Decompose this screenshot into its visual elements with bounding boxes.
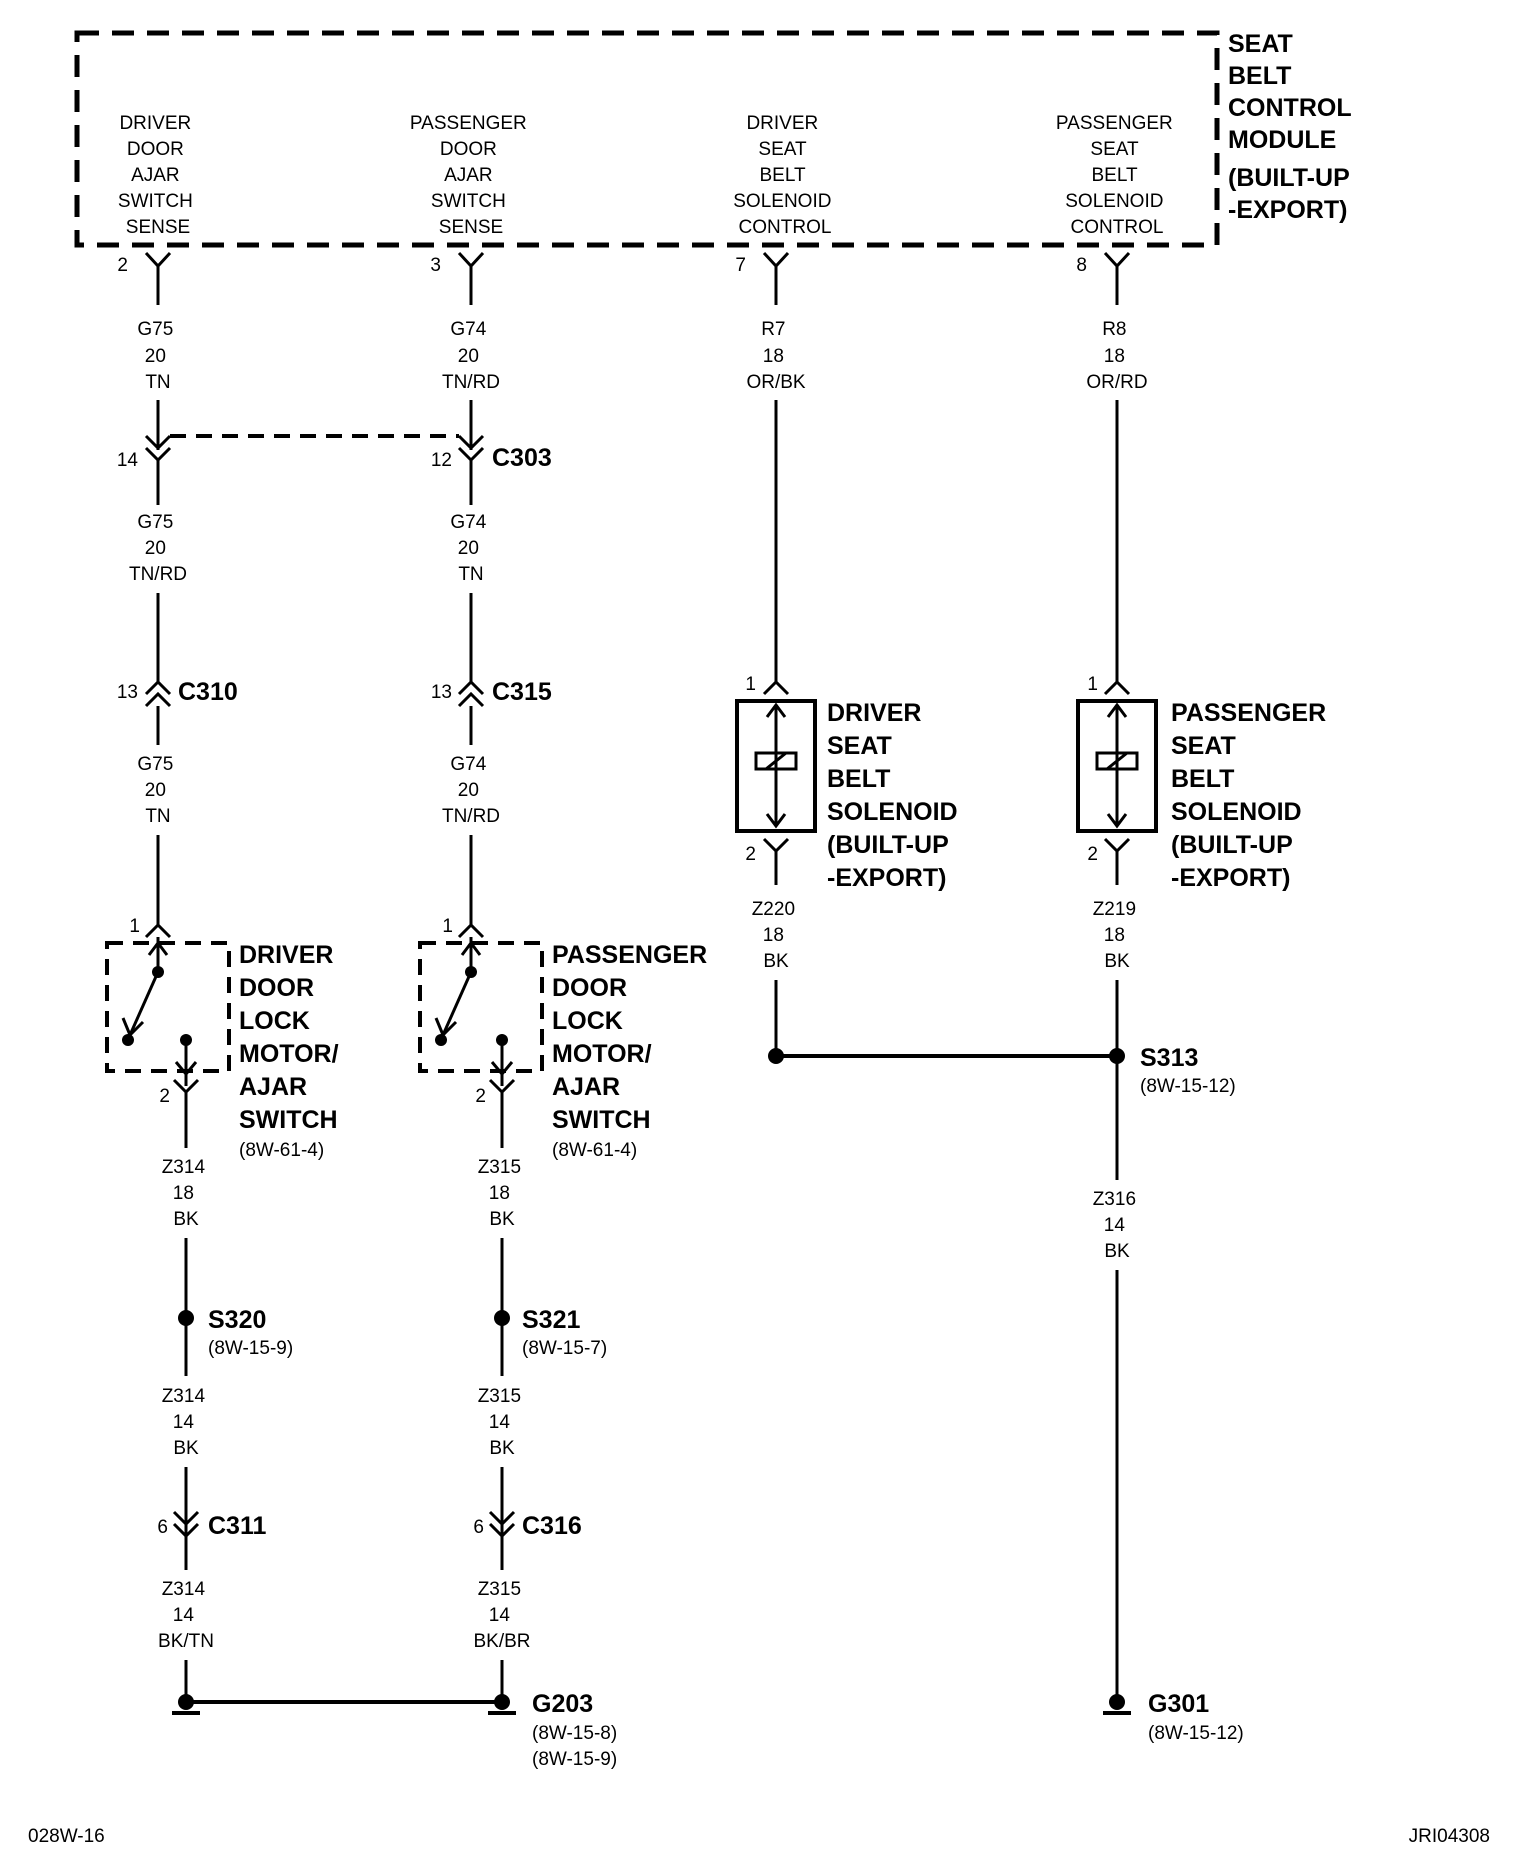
svg-text:1: 1 <box>745 674 756 695</box>
g203-ground: G203 (8W-15-8) (8W-15-9) <box>172 1690 617 1770</box>
s313-splice: S313 (8W-15-12) <box>768 1044 1236 1097</box>
svg-text:7: 7 <box>735 255 746 276</box>
footer-right-code: JRI04308 <box>1409 1826 1490 1847</box>
driver-switch-ref: (8W-61-4) <box>239 1140 324 1161</box>
svg-text:8: 8 <box>1076 255 1087 276</box>
svg-text:(8W-15-12): (8W-15-12) <box>1140 1076 1236 1097</box>
svg-text:1: 1 <box>442 916 453 937</box>
module-pin-3: 3 <box>430 251 485 276</box>
passenger-switch-ref: (8W-61-4) <box>552 1140 637 1161</box>
passenger-seat-belt-solenoid: 1 2 <box>1076 674 1158 865</box>
svg-text:1: 1 <box>1087 674 1098 695</box>
svg-text:(8W-15-8): (8W-15-8) <box>532 1723 617 1744</box>
svg-text:1: 1 <box>129 916 140 937</box>
svg-text:C315: C315 <box>492 678 552 706</box>
module-pin-label-driver-door-ajar: DRIVER DOOR AJAR SWITCH SENSE <box>118 113 198 238</box>
svg-text:3: 3 <box>430 255 441 276</box>
svg-text:2: 2 <box>159 1086 170 1107</box>
svg-text:2: 2 <box>1087 844 1098 865</box>
svg-text:C310: C310 <box>178 678 238 706</box>
s320-splice: S320 (8W-15-9) <box>178 1306 293 1359</box>
wire-label-z315-b: Z315 14 BK <box>478 1386 527 1459</box>
svg-text:14: 14 <box>117 450 139 471</box>
wire-label-g75-c: G75 20 TN <box>137 754 178 827</box>
svg-text:(8W-15-9): (8W-15-9) <box>208 1338 293 1359</box>
c303-connector-right: 12 C303 <box>431 434 552 472</box>
svg-text:(8W-15-12): (8W-15-12) <box>1148 1723 1244 1744</box>
g301-ground: G301 (8W-15-12) <box>1103 1690 1244 1744</box>
driver-switch-label: DRIVER DOOR LOCK MOTOR/ AJAR SWITCH <box>239 941 346 1134</box>
svg-text:G301: G301 <box>1148 1690 1209 1718</box>
driver-door-ajar-switch: 1 2 <box>105 916 231 1107</box>
c310-connector: 13 C310 <box>117 678 238 708</box>
svg-text:C316: C316 <box>522 1512 582 1540</box>
module-pin-label-driver-seat-belt: DRIVER SEAT BELT SOLENOID CONTROL <box>733 113 836 238</box>
svg-text:G203: G203 <box>532 1690 593 1718</box>
wire-label-z314-c: Z314 14 BK/TN <box>158 1579 214 1652</box>
svg-text:S320: S320 <box>208 1306 266 1334</box>
wire-label-g75-a: G75 20 TN <box>137 319 178 393</box>
svg-text:C303: C303 <box>492 444 552 472</box>
driver-seat-belt-solenoid: 1 2 <box>735 674 817 865</box>
wire-label-g74-b: G74 20 TN <box>450 512 491 585</box>
svg-text:13: 13 <box>431 682 452 703</box>
passenger-switch-label: PASSENGER DOOR LOCK MOTOR/ AJAR SWITCH <box>552 941 714 1134</box>
svg-text:2: 2 <box>745 844 756 865</box>
footer-left-code: 028W-16 <box>28 1826 105 1847</box>
module-pin-label-passenger-seat-belt: PASSENGER SEAT BELT SOLENOID CONTROL <box>1056 113 1178 238</box>
wire-label-z219: Z219 18 BK <box>1093 899 1142 972</box>
c311-connector: 6 C311 <box>157 1510 266 1540</box>
svg-text:S321: S321 <box>522 1306 580 1334</box>
module-pin-8: 8 <box>1076 251 1131 276</box>
wire-label-z314-a: Z314 18 BK <box>162 1157 211 1230</box>
svg-text:6: 6 <box>473 1517 484 1538</box>
module-name: SEAT BELT CONTROL MODULE (BUILT-UP -EXPO… <box>1228 30 1358 224</box>
svg-text:13: 13 <box>117 682 138 703</box>
driver-solenoid-label: DRIVER SEAT BELT SOLENOID (BUILT-UP -EXP… <box>827 699 965 892</box>
svg-text:2: 2 <box>117 255 128 276</box>
module-pin-2: 2 <box>117 251 172 276</box>
svg-text:C311: C311 <box>208 1512 266 1540</box>
svg-text:(8W-15-9): (8W-15-9) <box>532 1749 617 1770</box>
passenger-door-ajar-switch: 1 2 <box>418 916 544 1107</box>
svg-text:S313: S313 <box>1140 1044 1198 1072</box>
wire-label-g75-b: G75 20 TN/RD <box>129 512 187 585</box>
module-pin-label-passenger-door-ajar: PASSENGER DOOR AJAR SWITCH SENSE <box>410 113 532 238</box>
svg-text:6: 6 <box>157 1517 168 1538</box>
wire-label-r8: R8 18 OR/RD <box>1086 319 1147 393</box>
wire-label-z315-a: Z315 18 BK <box>478 1157 527 1230</box>
wire-label-z220: Z220 18 BK <box>752 899 801 972</box>
svg-text:2: 2 <box>475 1086 486 1107</box>
svg-text:(8W-15-7): (8W-15-7) <box>522 1338 607 1359</box>
svg-text:12: 12 <box>431 450 452 471</box>
wire-label-z315-c: Z315 14 BK/BR <box>473 1579 530 1652</box>
c315-connector: 13 C315 <box>431 678 552 708</box>
wire-label-z314-b: Z314 14 BK <box>162 1386 211 1459</box>
passenger-solenoid-label: PASSENGER SEAT BELT SOLENOID (BUILT-UP -… <box>1171 699 1333 892</box>
seat-belt-control-module-box <box>74 30 1220 248</box>
wire-label-g74-a: G74 20 TN/RD <box>442 319 500 393</box>
c316-connector: 6 C316 <box>473 1510 582 1540</box>
wire-label-g74-c: G74 20 TN/RD <box>442 754 500 827</box>
wire-label-r7: R7 18 OR/BK <box>746 319 805 393</box>
s321-splice: S321 (8W-15-7) <box>494 1306 607 1359</box>
module-pin-7: 7 <box>735 251 790 276</box>
c303-connector-left: 14 <box>117 434 172 471</box>
wire-label-z316: Z316 14 BK <box>1093 1189 1142 1262</box>
